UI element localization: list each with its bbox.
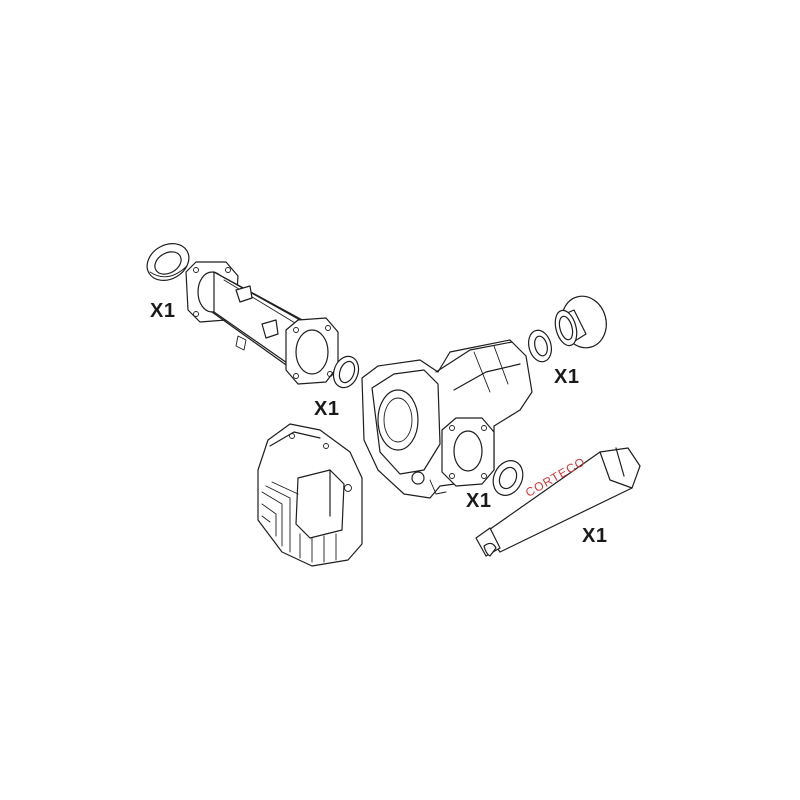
cup-seal <box>554 295 607 349</box>
differential-cover <box>257 423 363 567</box>
qty-label-seal-left: X1 <box>150 300 176 322</box>
seal-ring-pinion <box>527 329 553 363</box>
qty-label-seal-mid: X1 <box>314 398 340 420</box>
seal-ring-mid <box>332 355 360 389</box>
sealant-tube <box>475 447 641 557</box>
differential-housing <box>361 339 533 499</box>
axle-tube <box>185 261 339 385</box>
seal-ring-small <box>492 460 524 496</box>
seal-ring-left <box>146 243 190 281</box>
qty-label-sealant-tube: X1 <box>582 525 608 547</box>
qty-label-seal-right: X1 <box>554 366 580 388</box>
qty-label-seal-small: X1 <box>466 490 492 512</box>
